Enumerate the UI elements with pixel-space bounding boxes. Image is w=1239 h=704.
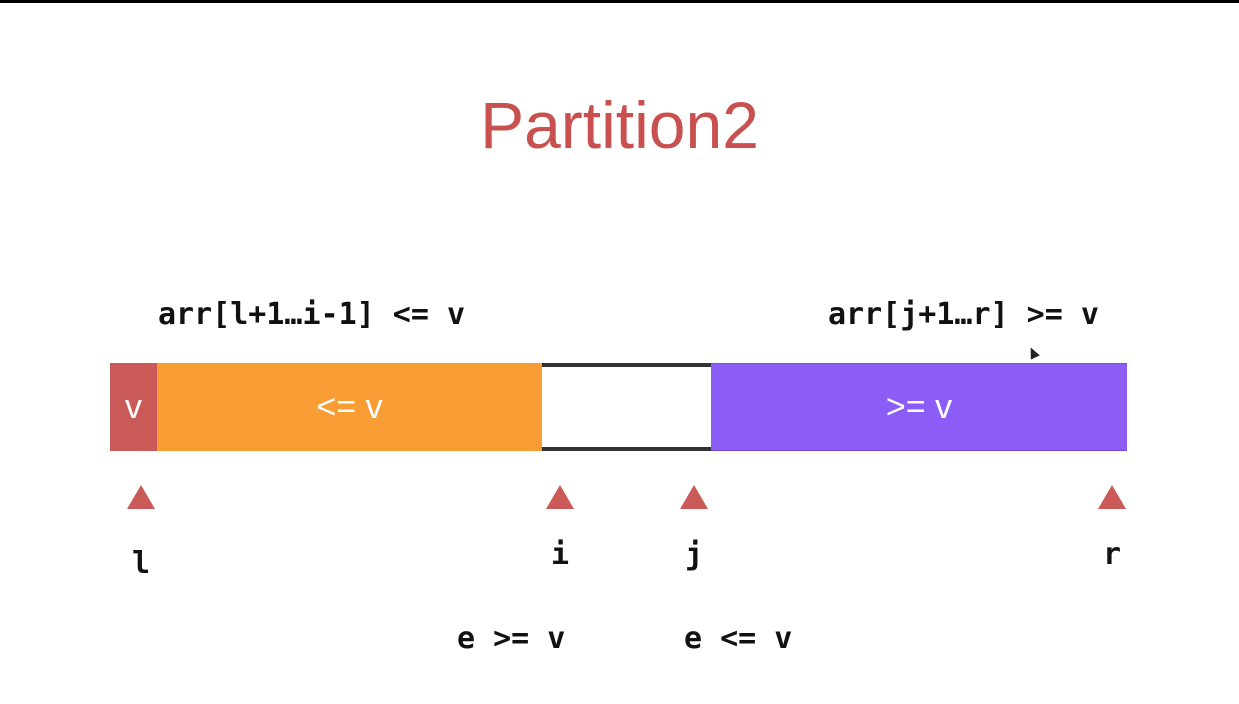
pointer-i-triangle-icon: [546, 485, 574, 509]
pivot-segment: v: [110, 363, 157, 451]
right-range-label: arr[j+1…r] >= v: [828, 297, 1099, 332]
pointer-l-label: l: [132, 546, 151, 581]
pointer-r-label: r: [1103, 537, 1122, 572]
pivot-segment-label: v: [125, 387, 142, 426]
mouse-cursor-icon: [1026, 345, 1040, 360]
greater-equal-segment: >= v: [711, 363, 1127, 451]
condition-j-label: e <= v: [684, 621, 793, 656]
slide: Partition2 arr[l+1…i-1] <= v arr[j+1…r] …: [0, 3, 1239, 704]
pointer-j-triangle-icon: [680, 485, 708, 509]
less-equal-segment-label: <= v: [316, 387, 383, 426]
pointer-l-triangle-icon: [127, 485, 155, 509]
pointer-j-label: j: [685, 537, 704, 572]
greater-equal-segment-label: >= v: [885, 387, 953, 426]
less-equal-segment: <= v: [157, 363, 542, 451]
pointer-i-label: i: [551, 537, 570, 572]
pointer-r-triangle-icon: [1098, 485, 1126, 509]
condition-i-label: e >= v: [457, 621, 566, 656]
left-range-label: arr[l+1…i-1] <= v: [158, 297, 466, 332]
unknown-segment: [542, 363, 712, 451]
slide-title: Partition2: [480, 88, 759, 162]
